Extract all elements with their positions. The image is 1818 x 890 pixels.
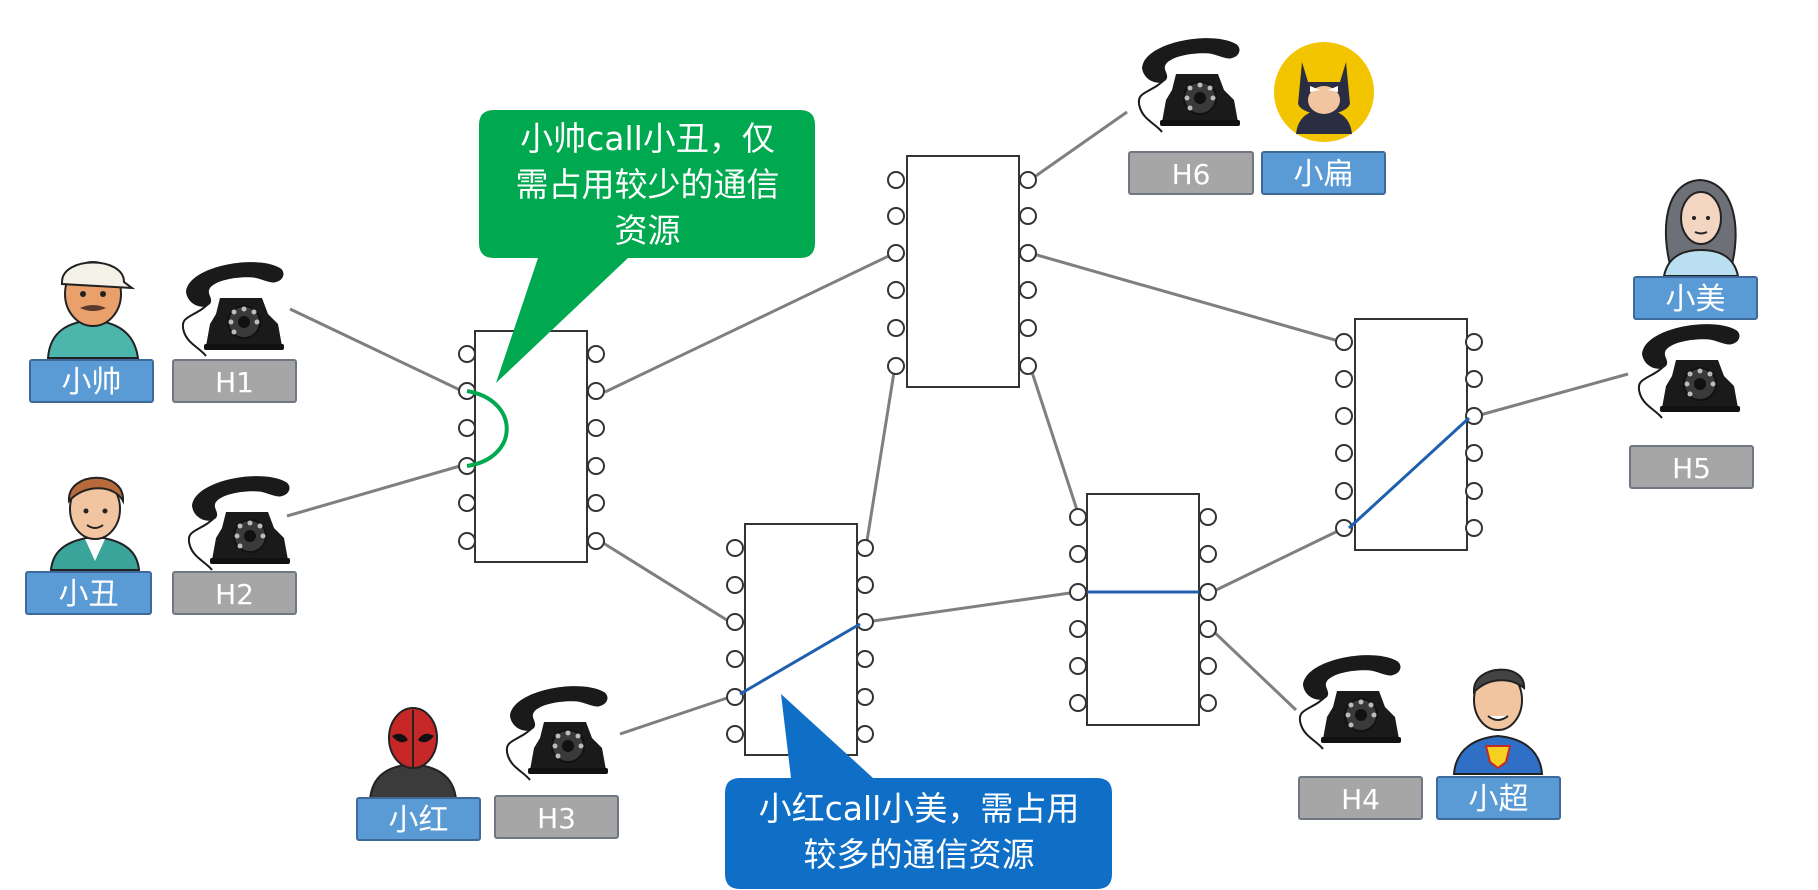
link-h1-s1 bbox=[289, 307, 461, 392]
user-label-u6: 小扁 bbox=[1261, 151, 1386, 195]
telephone-h6-icon bbox=[1137, 37, 1241, 133]
link-s3-s4 bbox=[865, 590, 1078, 624]
superman-icon bbox=[1452, 668, 1544, 775]
link-h3-s3 bbox=[619, 695, 731, 736]
host-label-h3: H3 bbox=[494, 795, 619, 839]
user-label-u5: 小美 bbox=[1633, 276, 1758, 320]
callout-blue-text: 小红call小美，需占用 较多的通信资源 bbox=[758, 789, 1080, 874]
user-label-u3: 小红 bbox=[356, 797, 481, 841]
telephone-h4-icon bbox=[1298, 654, 1402, 750]
link-s4-h4 bbox=[1210, 628, 1298, 712]
host-label-h4: H4 bbox=[1298, 776, 1423, 820]
circuit-blue-h3-h5 bbox=[739, 416, 1471, 696]
user-label-u4: 小超 bbox=[1436, 776, 1561, 820]
host-label-h5: H5 bbox=[1629, 445, 1754, 489]
link-s4-s5 bbox=[1211, 527, 1343, 594]
link-s1-s3 bbox=[599, 539, 731, 624]
link-s2-s3 bbox=[864, 365, 897, 548]
link-s1-s2 bbox=[604, 251, 896, 394]
user-label-u1: 小帅 bbox=[29, 359, 154, 403]
circuit-green-h1-h2 bbox=[466, 389, 509, 468]
host-label-h1: H1 bbox=[172, 359, 297, 403]
callout-green-text: 小帅call小丑，仅 需占用较少的通信 资源 bbox=[515, 119, 780, 250]
switch-s5 bbox=[1335, 318, 1483, 551]
network-links bbox=[286, 110, 1629, 736]
host-label-h6: H6 bbox=[1128, 151, 1254, 195]
switch-s1 bbox=[458, 330, 605, 563]
link-s2-s5 bbox=[1029, 251, 1343, 344]
switch-s4 bbox=[1069, 493, 1217, 726]
host-label-h2: H2 bbox=[172, 571, 297, 615]
telephone-h1-icon bbox=[181, 261, 285, 357]
telephone-h5-icon bbox=[1637, 323, 1741, 419]
link-s2-h6 bbox=[1029, 110, 1128, 182]
boy-cap-icon bbox=[46, 261, 140, 359]
switch-s2 bbox=[887, 155, 1037, 388]
link-h2-s1 bbox=[286, 464, 461, 518]
callout-green bbox=[479, 110, 815, 383]
girl-icon bbox=[1662, 178, 1740, 277]
link-s2-s4 bbox=[1028, 365, 1079, 511]
user-label-u2: 小丑 bbox=[25, 571, 152, 615]
batman-icon bbox=[1274, 42, 1374, 142]
deadpool-icon bbox=[368, 707, 458, 801]
callout-blue bbox=[725, 694, 1112, 889]
telephone-h2-icon bbox=[187, 475, 291, 571]
telephone-h3-icon bbox=[505, 685, 609, 781]
link-s5-h5 bbox=[1479, 372, 1629, 417]
boy-icon bbox=[49, 476, 141, 571]
